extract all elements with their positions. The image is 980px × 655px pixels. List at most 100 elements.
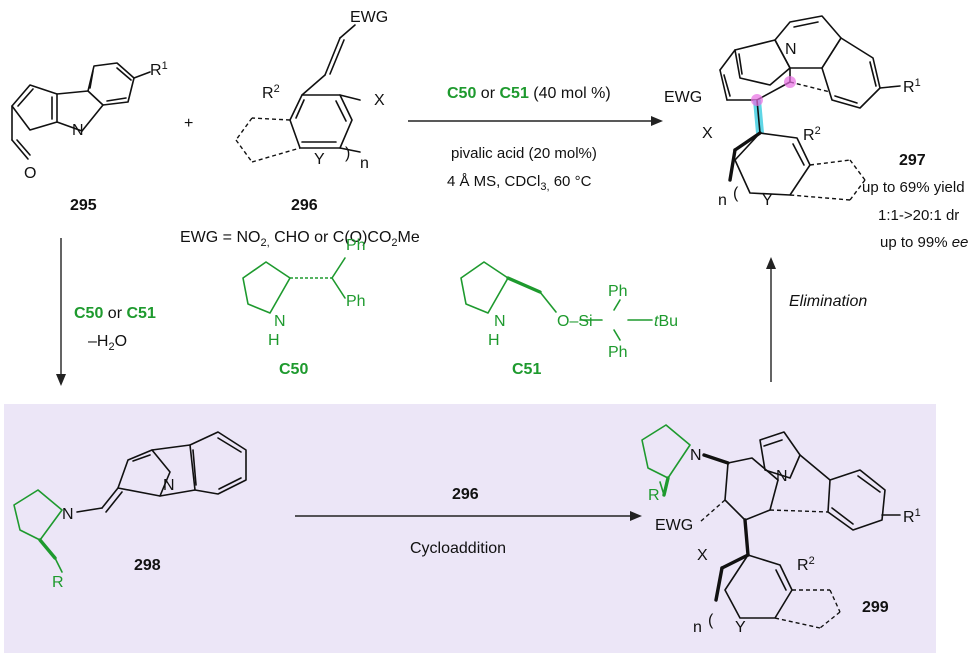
catalyst-c50-structure (242, 257, 346, 314)
r1-base-299: R (903, 509, 915, 526)
top-arrow-head (651, 116, 663, 126)
conditions-sub: 3, (540, 181, 549, 193)
left-arrow-catalysts: C50 or C51 (74, 305, 156, 322)
c51-Ph-bottom: Ph (608, 344, 628, 361)
substituent-R1-297: R1 (903, 77, 921, 96)
left-cat-c51: C51 (126, 305, 155, 322)
atom-label-n-299: n (693, 619, 702, 636)
compound-296-structure (235, 24, 361, 163)
substituent-R1: R1 (150, 60, 168, 79)
compound-label-295: 295 (70, 197, 97, 214)
conditions-a: 4 Å MS, CDCl (447, 173, 540, 190)
atom-label-N-299: N (690, 447, 702, 464)
compound-label-298: 298 (134, 557, 161, 574)
atom-label-n-296: n (360, 155, 369, 172)
atom-highlight-2 (784, 76, 796, 88)
compound-label-297: 297 (899, 152, 926, 169)
plus-sign: + (184, 115, 193, 132)
atom-highlight-1 (751, 94, 763, 106)
substituent-R2-296: R2 (262, 83, 280, 102)
compound-299-structure (641, 424, 901, 629)
water-a: –H (88, 333, 108, 350)
c51-tbu-rest: Bu (658, 313, 678, 330)
left-arrow-water: –H2O (88, 333, 127, 353)
ewg-middle: CHO or C(O)CO (270, 229, 392, 246)
r2-sup-299: 2 (809, 555, 815, 567)
r1-sup-299: 1 (915, 507, 921, 519)
result-dr: 1:1->20:1 dr (878, 207, 959, 224)
result-ee: up to 99% ee (880, 234, 968, 251)
atom-label-Y-296: Y (314, 151, 325, 168)
r2-base-297: R (803, 127, 815, 144)
compound-297-structure (719, 15, 901, 201)
r1-base-297: R (903, 79, 915, 96)
r1-base: R (150, 62, 162, 79)
compound-298-structure (13, 431, 247, 573)
water-sub: 2 (108, 341, 114, 353)
top-arrow-additive: pivalic acid (20 mol%) (451, 145, 597, 162)
ewg-prefix: EWG = NO (180, 229, 260, 246)
paren-297: ( (733, 185, 739, 202)
r2-base-299: R (797, 557, 809, 574)
ewg-definition: EWG = NO2, CHO or C(O)CO2Me (180, 229, 420, 249)
top-loading: (40 mol %) (529, 85, 611, 102)
ewg-suffix: Me (398, 229, 420, 246)
substituent-R-298: R (52, 574, 64, 591)
c51-N: N (494, 313, 506, 330)
right-arrow-head (766, 257, 776, 269)
top-or: or (476, 85, 499, 102)
atom-label-n-297: n (718, 192, 727, 209)
c51-tBu: tBu (654, 313, 678, 330)
atom-label-X-296: X (374, 92, 385, 109)
c50-Ph-bottom: Ph (346, 293, 366, 310)
substituent-R1-299: R1 (903, 507, 921, 526)
atom-label-N-ring-298: N (163, 477, 175, 494)
atom-label-O: O (24, 165, 36, 182)
ewg-sub1: 2, (260, 237, 269, 249)
left-or: or (103, 305, 126, 322)
ewg-sub2: 2 (391, 237, 397, 249)
conditions-b: 60 °C (550, 173, 592, 190)
c51-H: H (488, 332, 500, 349)
compound-label-296: 296 (291, 197, 318, 214)
compound-label-299: 299 (862, 599, 889, 616)
bottom-arrow-reagent: 296 (452, 486, 479, 503)
top-arrow-catalysts: C50 or C51 (40 mol %) (447, 85, 611, 102)
catalyst-c51-structure (460, 261, 653, 341)
c51-tbu-t: t (654, 313, 659, 330)
left-cat-c50: C50 (74, 305, 103, 322)
r2-base-296: R (262, 85, 274, 102)
c51-O-Si: O–Si (557, 313, 593, 330)
atom-label-N-297: N (785, 41, 797, 58)
c51-Ph-top: Ph (608, 283, 628, 300)
catalyst-label-c51: C51 (512, 361, 541, 378)
substituent-R2-299: R2 (797, 555, 815, 574)
substituent-R2-297: R2 (803, 125, 821, 144)
atom-label-X-297: X (702, 125, 713, 142)
bottom-arrow-label: Cycloaddition (410, 540, 506, 557)
intermediate-panel (4, 404, 936, 653)
substituent-EWG-296: EWG (350, 9, 388, 26)
paren-296: ) (345, 145, 350, 162)
r2-sup-296: 2 (274, 83, 280, 95)
top-arrow-conditions: 4 Å MS, CDCl3, 60 °C (447, 173, 592, 193)
ee-value: up to 99% (880, 234, 952, 251)
substituent-EWG-299: EWG (655, 517, 693, 534)
atom-label-X-299: X (697, 547, 708, 564)
substituent-EWG-297: EWG (664, 89, 702, 106)
paren-299: ( (708, 612, 714, 629)
result-yield: up to 69% yield (862, 179, 965, 196)
r2-sup-297: 2 (815, 125, 821, 137)
water-b: O (115, 333, 127, 350)
atom-label-Y-299: Y (735, 619, 746, 636)
ee-italic: ee (952, 234, 969, 251)
substituent-R-299: R (648, 487, 660, 504)
right-arrow-label: Elimination (789, 293, 867, 310)
r1-sup: 1 (162, 60, 168, 72)
atom-label-N-ring-299: N (776, 468, 788, 485)
c50-H: H (268, 332, 280, 349)
left-arrow-head (56, 374, 66, 386)
atom-label-Y-297: Y (762, 192, 773, 209)
compound-295-structure (11, 62, 151, 160)
